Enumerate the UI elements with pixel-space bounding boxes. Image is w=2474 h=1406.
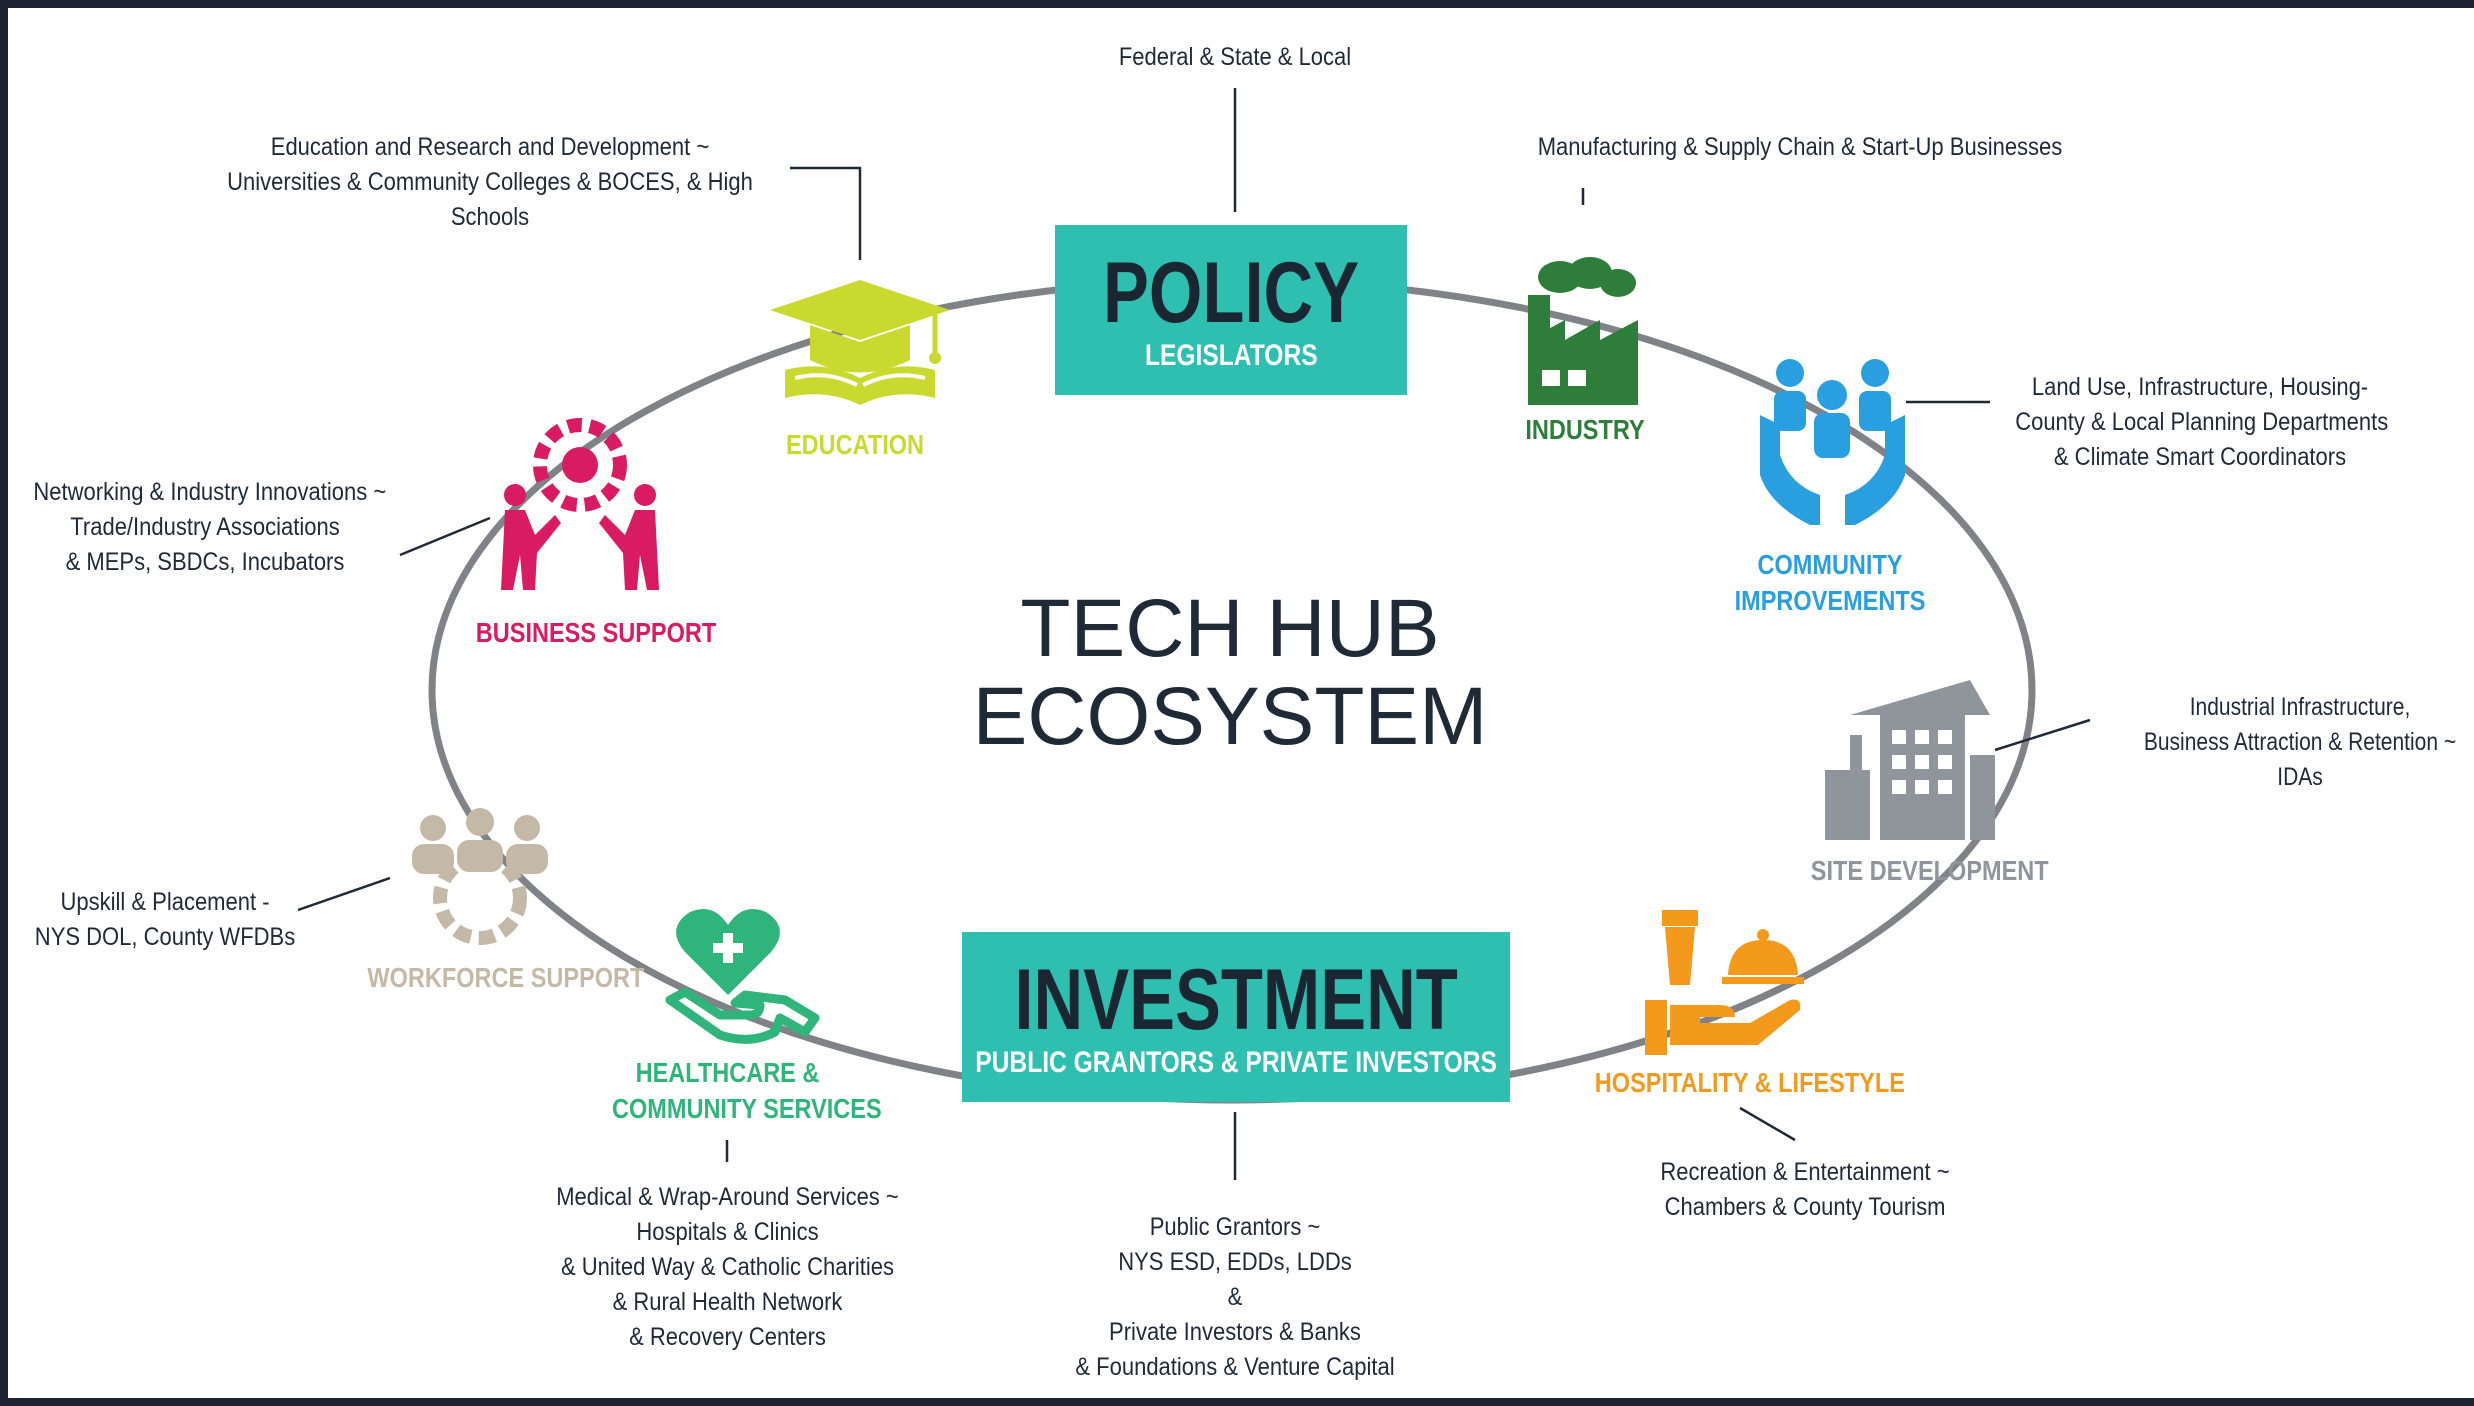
- community-label: COMMUNITY IMPROVEMENTS: [1734, 549, 1926, 616]
- connector-lines: [297, 88, 2091, 1180]
- business-gear-people-icon: [501, 418, 659, 590]
- policy-subtitle: LEGISLATORS: [1144, 339, 1318, 372]
- investment-hub-box: INVESTMENT PUBLIC GRANTORS & PRIVATE INV…: [962, 932, 1510, 1102]
- workforce-label: WORKFORCE SUPPORT: [367, 962, 645, 993]
- industry-label: INDUSTRY: [1525, 414, 1645, 445]
- ecosystem-title: TECH HUB ECOSYSTEM: [960, 585, 1500, 761]
- industry-note: Manufacturing & Supply Chain & Start-Up …: [1537, 133, 2063, 161]
- policy-hub-box: POLICY LEGISLATORS: [1055, 225, 1407, 395]
- hospitality-note: Recreation & Entertainment ~ Chambers & …: [1660, 1158, 1950, 1221]
- education-label: EDUCATION: [785, 429, 925, 460]
- healthcare-heart-hand-icon: [665, 908, 820, 1044]
- community-note: Land Use, Infrastructure, Housing- Count…: [2015, 373, 2389, 471]
- policy-note: Federal & State & Local: [1118, 43, 1352, 71]
- site-development-note: Industrial Infrastructure, Business Attr…: [2143, 693, 2457, 791]
- education-note: Education and Research and Development ~…: [227, 133, 753, 231]
- hospitality-label: HOSPITALITY & LIFESTYLE: [1594, 1067, 1905, 1098]
- site-development-label: SITE DEVELOPMENT: [1810, 855, 2049, 886]
- investment-subtitle: PUBLIC GRANTORS & PRIVATE INVESTORS: [975, 1046, 1497, 1079]
- title-line-2: ECOSYSTEM: [972, 671, 1488, 762]
- graduation-cap-icon: [770, 280, 950, 405]
- healthcare-note: Medical & Wrap-Around Services ~ Hospita…: [556, 1183, 899, 1351]
- factory-icon: [1528, 257, 1638, 405]
- policy-title: POLICY: [1102, 245, 1360, 341]
- title-line-1: TECH HUB: [1020, 583, 1440, 674]
- workforce-note: Upskill & Placement - NYS DOL, County WF…: [34, 888, 296, 951]
- workforce-gear-people-icon: [412, 808, 548, 945]
- business-note: Networking & Industry Innovations ~ Trad…: [33, 478, 387, 576]
- building-crane-icon: [1825, 680, 1995, 840]
- investment-title: INVESTMENT: [1014, 952, 1458, 1048]
- investment-note: Public Grantors ~ NYS ESD, EDDs, LDDs & …: [1075, 1213, 1395, 1381]
- business-label: BUSINESS SUPPORT: [475, 617, 717, 648]
- community-hands-icon: [1760, 359, 1905, 525]
- healthcare-label: HEALTHCARE & COMMUNITY SERVICES: [612, 1057, 882, 1124]
- hospitality-hand-icon: [1645, 910, 1804, 1055]
